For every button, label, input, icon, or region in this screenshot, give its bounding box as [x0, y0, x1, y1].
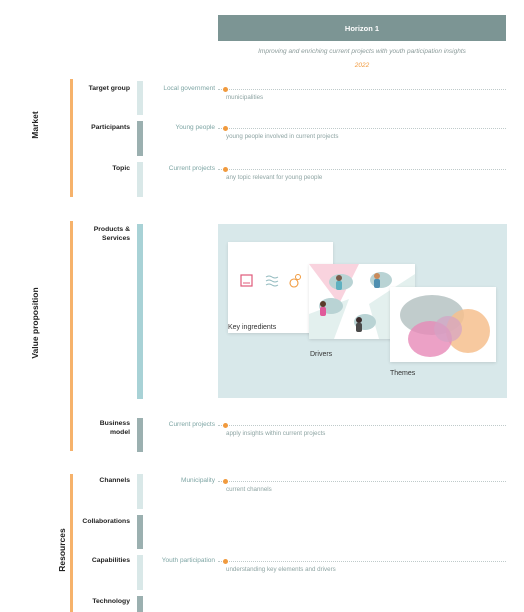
row-desc-channels: current channels	[226, 486, 272, 493]
row-bar-products-services	[137, 224, 143, 399]
row-label-capabilities: Capabilities	[91, 557, 130, 564]
row-label-business-model: Business model	[60, 420, 130, 437]
row-bar-business-model	[137, 418, 143, 452]
person-icon-body	[374, 279, 380, 288]
person-icon	[320, 301, 326, 307]
row-dotted-line	[218, 481, 506, 482]
row-dot	[223, 479, 228, 484]
row-value-participants: Young people	[175, 124, 215, 131]
themes-venn	[400, 295, 490, 357]
resources-section-line	[70, 474, 73, 612]
row-label-technology: Technology	[92, 598, 130, 605]
horizon-year: 2022	[354, 62, 370, 69]
value-proposition-section-title: Value proposition	[30, 287, 40, 359]
row-label-line: Business	[99, 420, 130, 427]
row-label-line: model	[109, 428, 130, 436]
person-icon	[374, 273, 380, 279]
row-bar-capabilities	[137, 555, 143, 590]
row-dotted-line	[218, 169, 506, 170]
person-icon-body	[320, 307, 326, 316]
row-dotted-line	[218, 561, 506, 562]
waves-icon	[265, 275, 279, 287]
row-dot	[223, 126, 228, 131]
ring-icon	[289, 278, 299, 288]
row-dot	[223, 423, 228, 428]
value-proposition-section-line	[70, 221, 73, 451]
row-value-target-group: Local government	[163, 85, 215, 92]
row-bar-participants	[137, 121, 143, 156]
row-desc-participants: young people involved in current project…	[226, 133, 339, 140]
row-bar-topic	[137, 162, 143, 197]
person-icon-body	[336, 281, 342, 290]
row-label-participants: Participants	[91, 124, 130, 131]
row-desc-capabilities: understanding key elements and drivers	[226, 566, 336, 573]
row-dotted-line	[218, 128, 506, 129]
ring-icon-small	[295, 274, 301, 280]
row-bar-collaborations	[137, 515, 143, 549]
row-dot	[223, 167, 228, 172]
row-dot	[223, 87, 228, 92]
ingredient-icons	[240, 274, 301, 288]
row-label-channels: Channels	[99, 477, 130, 484]
row-label-products-services: Products & Services	[60, 226, 130, 243]
products-panel: Key ingredients Drivers	[218, 224, 507, 398]
person-icon-body	[356, 323, 362, 332]
horizon-title: Horizon 1	[344, 23, 380, 33]
row-label-line: Services	[102, 234, 130, 242]
theme-blob	[434, 316, 462, 342]
row-value-topic: Current projects	[168, 165, 215, 172]
row-label-line: Products &	[93, 226, 130, 233]
horizon-header: Horizon 1	[218, 15, 506, 41]
person-icon	[336, 275, 342, 281]
row-desc-target-group: municipalities	[226, 94, 264, 101]
row-label-collaborations: Collaborations	[82, 518, 130, 525]
horizon-subtitle: Improving and enriching current projects…	[258, 48, 466, 55]
row-value-channels: Municipality	[181, 477, 215, 484]
row-dot	[223, 559, 228, 564]
frame-icon	[240, 274, 253, 287]
row-bar-channels	[137, 474, 143, 509]
row-bar-target-group	[137, 81, 143, 115]
row-dotted-line	[218, 425, 506, 426]
key-ingredients-caption: Key ingredients	[228, 324, 277, 331]
row-dotted-line	[218, 89, 506, 90]
themes-caption: Themes	[390, 370, 416, 377]
row-bar-technology	[137, 596, 143, 612]
person-icon	[356, 317, 362, 323]
drivers-caption: Drivers	[310, 351, 333, 358]
row-value-business-model: Current projects	[168, 421, 215, 428]
row-label-topic: Topic	[112, 165, 130, 172]
row-desc-topic: any topic relevant for young people	[226, 174, 323, 181]
market-section-title: Market	[30, 111, 40, 139]
row-value-capabilities: Youth participation	[161, 557, 215, 564]
row-label-target-group: Target group	[88, 85, 130, 92]
driver-blob	[370, 272, 392, 288]
themes-card	[390, 287, 496, 362]
market-section-line	[70, 79, 73, 197]
row-desc-business-model: apply insights within current projects	[226, 430, 326, 437]
